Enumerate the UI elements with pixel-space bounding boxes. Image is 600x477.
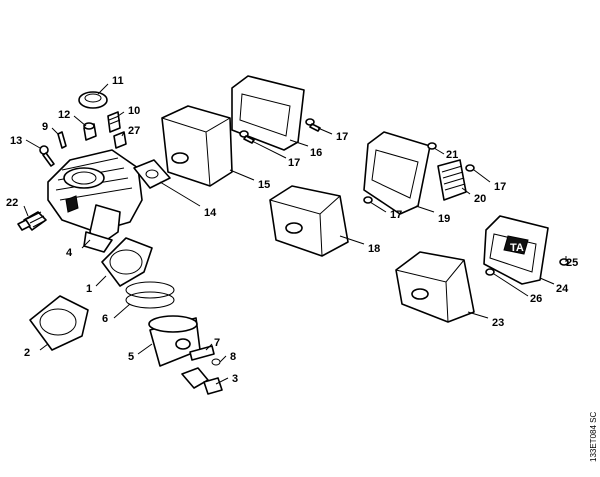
callout-1: 1 bbox=[86, 283, 92, 295]
callout-8: 8 bbox=[230, 351, 236, 363]
screw-part-17-c bbox=[363, 196, 373, 204]
callout-5: 5 bbox=[128, 351, 134, 363]
cap-part-11 bbox=[78, 91, 108, 109]
callout-13: 13 bbox=[10, 135, 22, 147]
muffler-part-23 bbox=[395, 251, 475, 323]
cylinder-assembly bbox=[47, 149, 143, 253]
callout-14: 14 bbox=[204, 207, 217, 219]
callout-17-c: 17 bbox=[390, 209, 402, 221]
fitting-part-27 bbox=[113, 131, 127, 149]
bolt-part-13 bbox=[39, 145, 55, 167]
muffler-part-18 bbox=[269, 185, 349, 257]
gasket-part-1 bbox=[101, 237, 153, 287]
callout-labels: 11 12 10 27 9 13 22 4 1 2 6 5 7 8 3 14 1… bbox=[6, 75, 578, 385]
callout-25: 25 bbox=[566, 257, 578, 269]
screen-part-20 bbox=[437, 159, 467, 201]
callout-15: 15 bbox=[258, 179, 270, 191]
cover-part-19 bbox=[363, 131, 431, 215]
valve-part-12 bbox=[83, 122, 97, 141]
callout-2: 2 bbox=[24, 347, 30, 359]
callout-24: 24 bbox=[556, 283, 569, 295]
callout-11: 11 bbox=[112, 75, 124, 87]
screw-part-17-b bbox=[305, 118, 321, 132]
callout-26: 26 bbox=[530, 293, 542, 305]
cover-part-24: TA bbox=[483, 215, 549, 285]
callout-7: 7 bbox=[214, 337, 220, 349]
cover-part-16 bbox=[231, 75, 305, 151]
pin-part-9 bbox=[57, 131, 67, 149]
callout-23: 23 bbox=[492, 317, 504, 329]
callout-22: 22 bbox=[6, 197, 18, 209]
callout-17-a: 17 bbox=[288, 157, 300, 169]
screw-part-21 bbox=[427, 142, 437, 150]
callout-20: 20 bbox=[474, 193, 486, 205]
callout-19: 19 bbox=[438, 213, 450, 225]
fitting-part-10 bbox=[107, 111, 121, 133]
piston-part-5 bbox=[148, 315, 201, 367]
callout-4: 4 bbox=[66, 247, 73, 259]
callout-10: 10 bbox=[128, 105, 140, 117]
embossed-mark: TA bbox=[510, 242, 524, 254]
leader-lines bbox=[23, 83, 567, 385]
bearing-part-3 bbox=[181, 367, 223, 395]
callout-6: 6 bbox=[102, 313, 108, 325]
gasket-part-14 bbox=[133, 159, 171, 189]
piston-rings-part-6 bbox=[125, 281, 175, 309]
circlip-part-8 bbox=[211, 358, 221, 366]
callout-17-d: 17 bbox=[494, 181, 506, 193]
callout-12: 12 bbox=[58, 109, 70, 121]
gasket-part-2 bbox=[29, 295, 89, 351]
callout-3: 3 bbox=[232, 373, 238, 385]
spark-plug-part-22 bbox=[17, 211, 47, 231]
callout-9: 9 bbox=[42, 121, 48, 133]
drawing-code: 133ET084 SC bbox=[589, 412, 598, 462]
screw-part-26 bbox=[485, 268, 495, 276]
screw-part-17-d bbox=[465, 164, 475, 172]
screw-part-17-a bbox=[239, 130, 255, 144]
callout-21: 21 bbox=[446, 149, 458, 161]
callout-27: 27 bbox=[128, 125, 140, 137]
callout-17-b: 17 bbox=[336, 131, 348, 143]
callout-18: 18 bbox=[368, 243, 380, 255]
callout-16: 16 bbox=[310, 147, 322, 159]
piston-pin-part-7 bbox=[189, 345, 215, 361]
muffler-part-15 bbox=[161, 105, 233, 187]
